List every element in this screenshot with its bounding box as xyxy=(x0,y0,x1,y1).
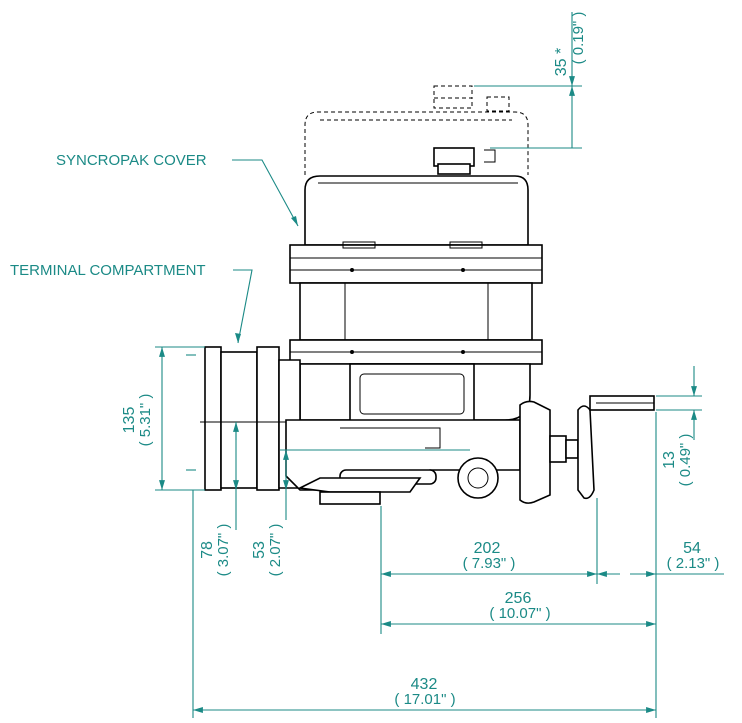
dim-53-value: 53 xyxy=(251,541,268,559)
dimension-35: 35 * ( 0.19" ) xyxy=(474,12,587,149)
dim-202-value: 202 xyxy=(474,540,501,557)
dim-256-inch: ( 10.07" ) xyxy=(489,605,550,622)
dim-78-inch: ( 3.07" ) xyxy=(215,524,232,577)
dimension-432: 432 ( 17.01" ) xyxy=(193,676,656,713)
dim-13-inch: ( 0.49" ) xyxy=(677,434,694,487)
dim-78-value: 78 xyxy=(199,541,216,559)
dimension-135: 135 ( 5.31" ) xyxy=(121,346,205,491)
dim-13-value: 13 xyxy=(661,451,678,469)
dim-35-value: 35 * xyxy=(553,48,570,76)
terminal-compartment-callout: TERMINAL COMPARTMENT xyxy=(10,262,253,344)
dim-432-inch: ( 17.01" ) xyxy=(394,691,455,708)
dim-202-inch: ( 7.93" ) xyxy=(463,555,516,572)
dim-54-value: 54 xyxy=(683,540,701,557)
syncropak-cover-label: SYNCROPAK COVER xyxy=(56,152,207,169)
dim-135-value: 135 xyxy=(121,407,138,434)
dimension-53: 53 ( 2.07" ) xyxy=(251,449,470,577)
syncropak-cover-callout: SYNCROPAK COVER xyxy=(56,152,299,227)
dimension-13: 13 ( 0.49" ) xyxy=(656,366,702,486)
dim-432-value: 432 xyxy=(411,676,438,693)
dimension-78: 78 ( 3.07" ) xyxy=(199,422,239,577)
dim-53-inch: ( 2.07" ) xyxy=(267,524,284,577)
terminal-compartment-label: TERMINAL COMPARTMENT xyxy=(10,262,206,279)
dim-54-inch: ( 2.13" ) xyxy=(667,555,720,572)
dim-256-value: 256 xyxy=(505,590,532,607)
actuator-outline xyxy=(200,85,655,505)
dimension-256: 256 ( 10.07" ) xyxy=(381,590,656,627)
dimension-54: 54 ( 2.13" ) xyxy=(597,540,724,577)
dim-135-inch: ( 5.31" ) xyxy=(137,394,154,447)
dimension-202: 202 ( 7.93" ) xyxy=(381,540,597,577)
dim-35-inch: ( 0.19" ) xyxy=(570,12,587,65)
